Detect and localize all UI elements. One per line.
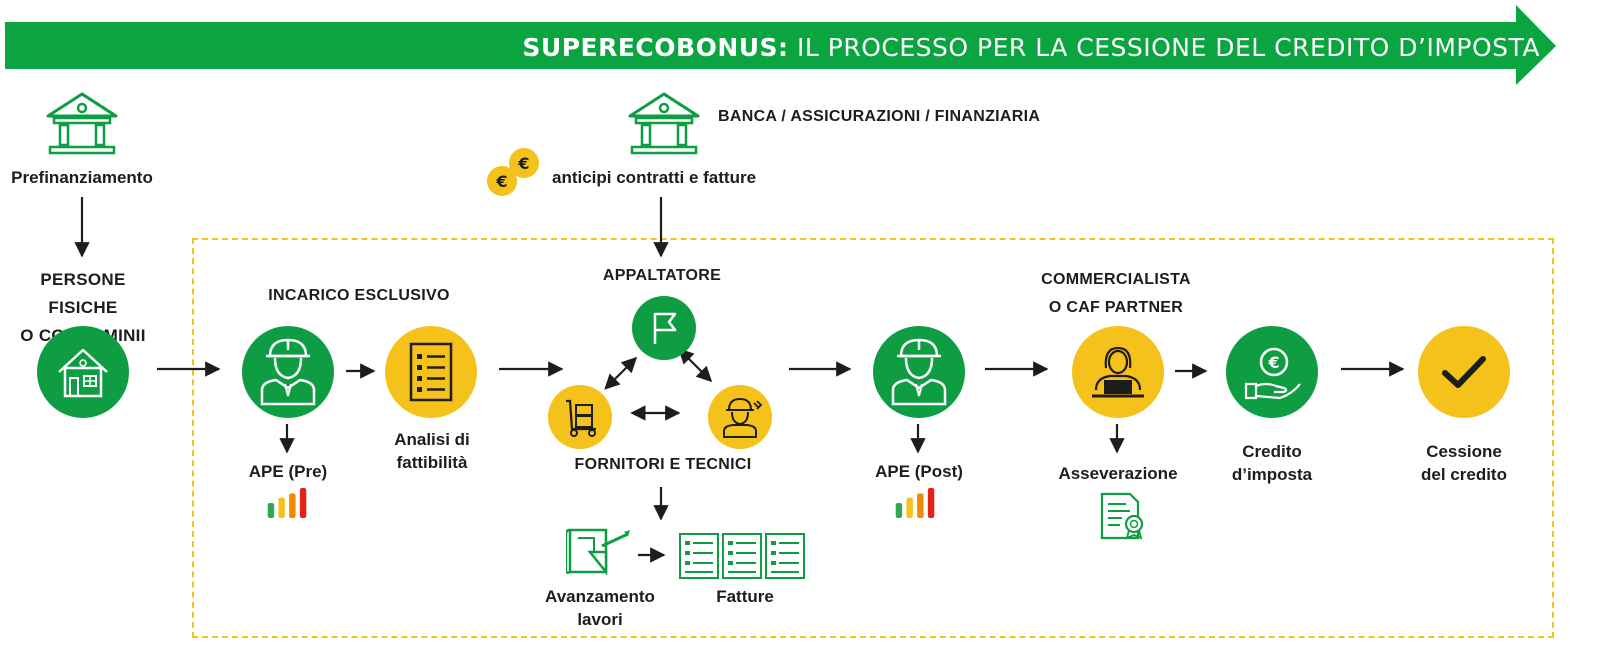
supplier-node xyxy=(548,385,612,449)
commercialista-line2: O CAF PARTNER xyxy=(1048,299,1184,316)
fornitori-label: FORNITORI E TECNICI xyxy=(574,456,752,473)
flag-icon xyxy=(653,312,677,344)
commercialista-label: COMMERCIALISTA O CAF PARTNER xyxy=(1024,266,1208,322)
avanzamento-label: Avanzamento lavori xyxy=(530,585,670,631)
hand-truck-icon xyxy=(566,399,596,437)
cessione-line2: del credito xyxy=(1421,465,1507,484)
energy-bars-icon xyxy=(267,488,307,518)
credito-label: Credito d’imposta xyxy=(1212,440,1332,486)
asseverazione-label: Asseverazione xyxy=(1058,464,1178,483)
analisi-line1: Analisi di xyxy=(394,430,470,449)
commercialista-line1: COMMERCIALISTA xyxy=(1041,271,1191,288)
title-rest: IL PROCESSO PER LA CESSIONE DEL CREDITO … xyxy=(797,33,1540,62)
cessione-line1: Cessione xyxy=(1426,442,1502,461)
euro-coins-icon: € € xyxy=(487,148,539,196)
svg-text:€: € xyxy=(1267,353,1279,372)
check-node xyxy=(1418,326,1510,418)
worker-icon xyxy=(891,338,947,406)
avanzamento-line1: Avanzamento xyxy=(545,587,655,606)
house-icon xyxy=(58,348,108,398)
svg-text:€: € xyxy=(495,172,507,191)
checklist-icon xyxy=(409,342,453,402)
fatture-label: Fatture xyxy=(716,587,774,606)
cessione-label: Cessione del credito xyxy=(1398,440,1530,486)
header-banner xyxy=(5,5,1556,85)
worker-icon xyxy=(260,338,316,406)
worker-node-pre xyxy=(242,326,334,418)
credito-line1: Credito xyxy=(1242,442,1302,461)
prefinanziamento-label: Prefinanziamento xyxy=(11,168,153,187)
energy-bars-icon xyxy=(895,488,935,518)
analisi-label: Analisi di fattibilità xyxy=(370,428,494,474)
bank-icon xyxy=(628,92,700,155)
accountant-icon xyxy=(1092,346,1144,398)
avanzamento-line2: lavori xyxy=(577,610,623,629)
worker-node-post xyxy=(873,326,965,418)
bank-icon xyxy=(46,92,118,155)
certificate-icon xyxy=(1100,492,1144,540)
svg-text:€: € xyxy=(517,154,529,173)
ape-post-label: APE (Post) xyxy=(875,462,963,481)
appaltatore-label: APPALTATORE xyxy=(602,267,722,284)
banca-label: BANCA / ASSICURAZIONI / FINANZIARIA xyxy=(718,108,1041,125)
flag-node xyxy=(632,296,696,360)
accountant-node xyxy=(1072,326,1164,418)
credito-line2: d’imposta xyxy=(1231,465,1313,484)
ape-pre-label: APE (Pre) xyxy=(248,462,328,481)
euro-hand-icon: € xyxy=(1244,347,1301,400)
incarico-label: INCARICO ESCLUSIVO xyxy=(268,287,450,304)
technician-icon xyxy=(723,397,763,438)
process-frame xyxy=(192,238,1554,638)
checklist-node xyxy=(385,326,477,418)
analisi-line2: fattibilità xyxy=(396,453,468,472)
check-icon xyxy=(1442,356,1486,388)
title-bold: SUPERECOBONUS: xyxy=(522,33,789,62)
blueprint-icon xyxy=(566,528,630,576)
technician-node xyxy=(708,385,772,449)
persone-line1: PERSONE FISICHE xyxy=(40,270,126,317)
credit-node: € xyxy=(1226,326,1318,418)
page-title: SUPERECOBONUS: IL PROCESSO PER LA CESSIO… xyxy=(522,33,1540,62)
house-node xyxy=(37,326,129,418)
invoice-icon xyxy=(679,533,805,579)
anticipi-label: anticipi contratti e fatture xyxy=(552,168,757,187)
